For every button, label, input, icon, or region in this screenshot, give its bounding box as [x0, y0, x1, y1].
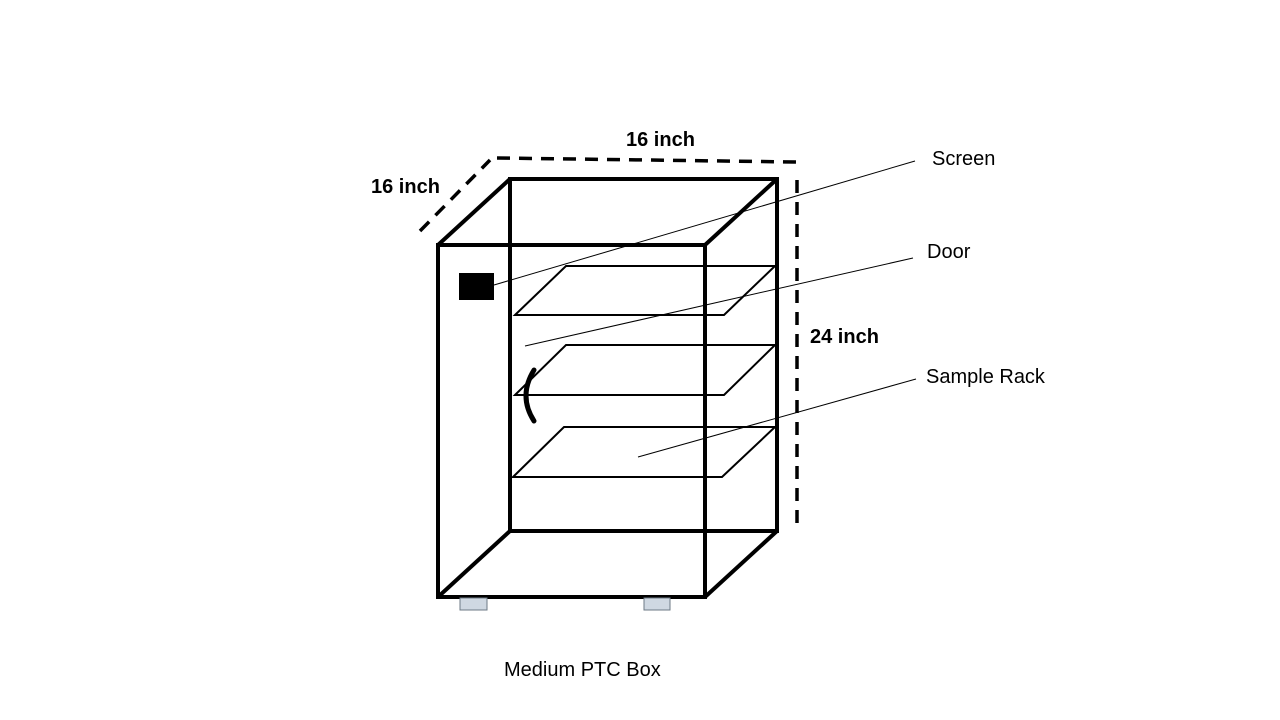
- box-frame: [436, 177, 779, 599]
- depth-dimension-line: [418, 158, 492, 233]
- top-left-edge: [436, 177, 512, 247]
- front-frame: [436, 243, 707, 599]
- diagram-caption: Medium PTC Box: [504, 659, 661, 681]
- sample-rack-leader-line: [637, 378, 917, 458]
- door-label: Door: [927, 241, 971, 263]
- door-handle: [523, 367, 537, 424]
- dimension-guides: [418, 156, 799, 528]
- screen-leader-line: [493, 160, 916, 286]
- back-frame: [508, 177, 779, 533]
- sample-rack-bottom: [510, 426, 778, 478]
- bottom-right-edge: [703, 529, 779, 599]
- bottom-left-edge: [436, 529, 512, 599]
- sample-rack-middle: [512, 344, 778, 396]
- sample-rack-label: Sample Rack: [926, 366, 1046, 388]
- height-label: 24 inch: [810, 326, 879, 348]
- sample-rack-top: [512, 265, 778, 316]
- screen-label: Screen: [932, 148, 995, 170]
- foot-left: [459, 597, 488, 611]
- screen-panel: [459, 273, 494, 300]
- depth-label: 16 inch: [371, 176, 440, 198]
- foot-right: [643, 597, 671, 611]
- width-dimension-line: [496, 156, 798, 164]
- door-leader-line: [524, 257, 914, 347]
- box-feet: [459, 597, 671, 611]
- width-label: 16 inch: [626, 129, 695, 151]
- sample-racks: [510, 265, 778, 478]
- leader-lines: [493, 160, 917, 458]
